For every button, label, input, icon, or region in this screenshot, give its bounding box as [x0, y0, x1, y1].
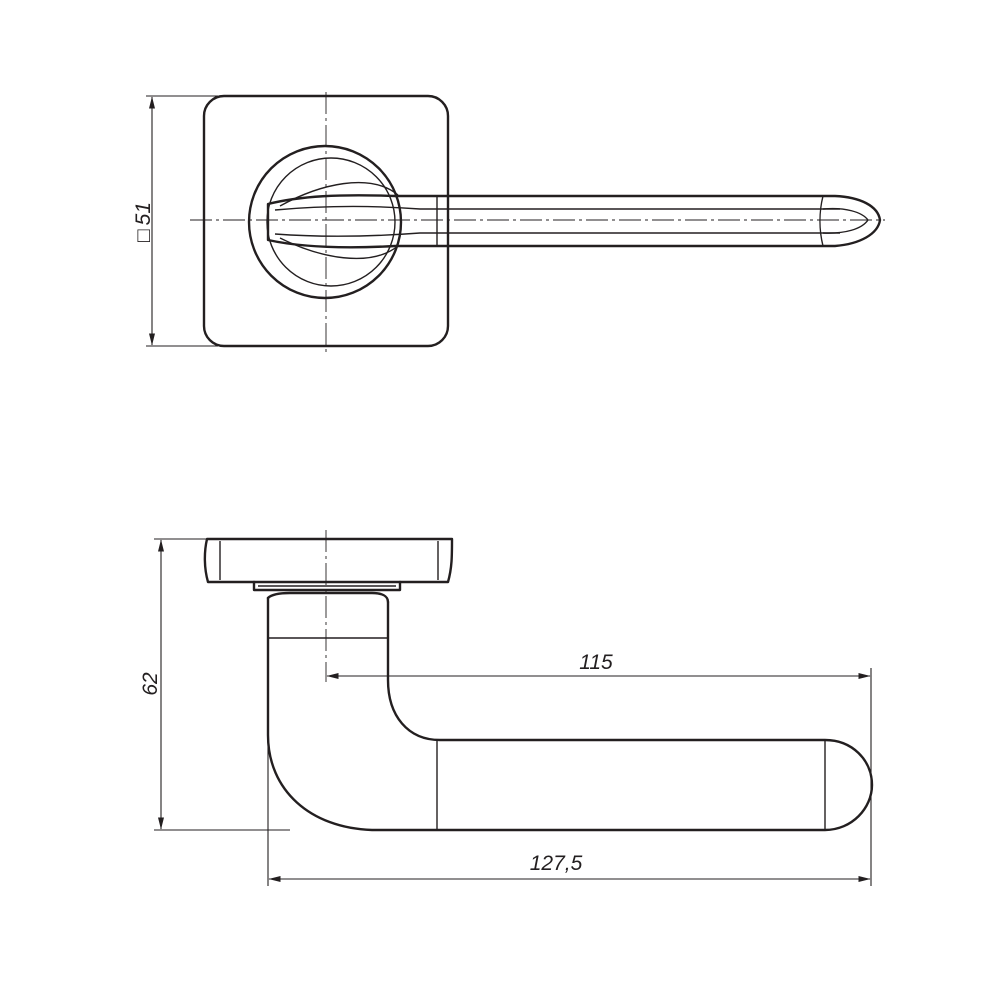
dimension-label-62: 62: [139, 672, 162, 696]
square-symbol: □: [132, 229, 155, 242]
lever-neck-lower: [279, 237, 399, 260]
dimension-label-115: 115: [579, 651, 613, 674]
neck-inner-ring: [266, 157, 396, 287]
lever-groove-lower: [274, 232, 840, 237]
rosette-base: [252, 580, 402, 592]
lever-tip-cap: [822, 207, 869, 234]
lever-groove-upper: [274, 205, 840, 211]
neck-collar: [266, 591, 390, 604]
lever-tip-seam: [819, 195, 824, 247]
side-view: 62 115 127,5: [139, 530, 874, 886]
dimension-label-127: 127,5: [530, 852, 583, 875]
lever-neck-upper: [279, 181, 399, 207]
neck-outer-ring: [247, 144, 403, 300]
lever-body: [266, 596, 874, 832]
lever-outline: [266, 194, 882, 249]
top-view: □51: [132, 92, 885, 352]
dimension-label-51: □51: [132, 202, 155, 242]
rosette-profile: [203, 537, 454, 584]
